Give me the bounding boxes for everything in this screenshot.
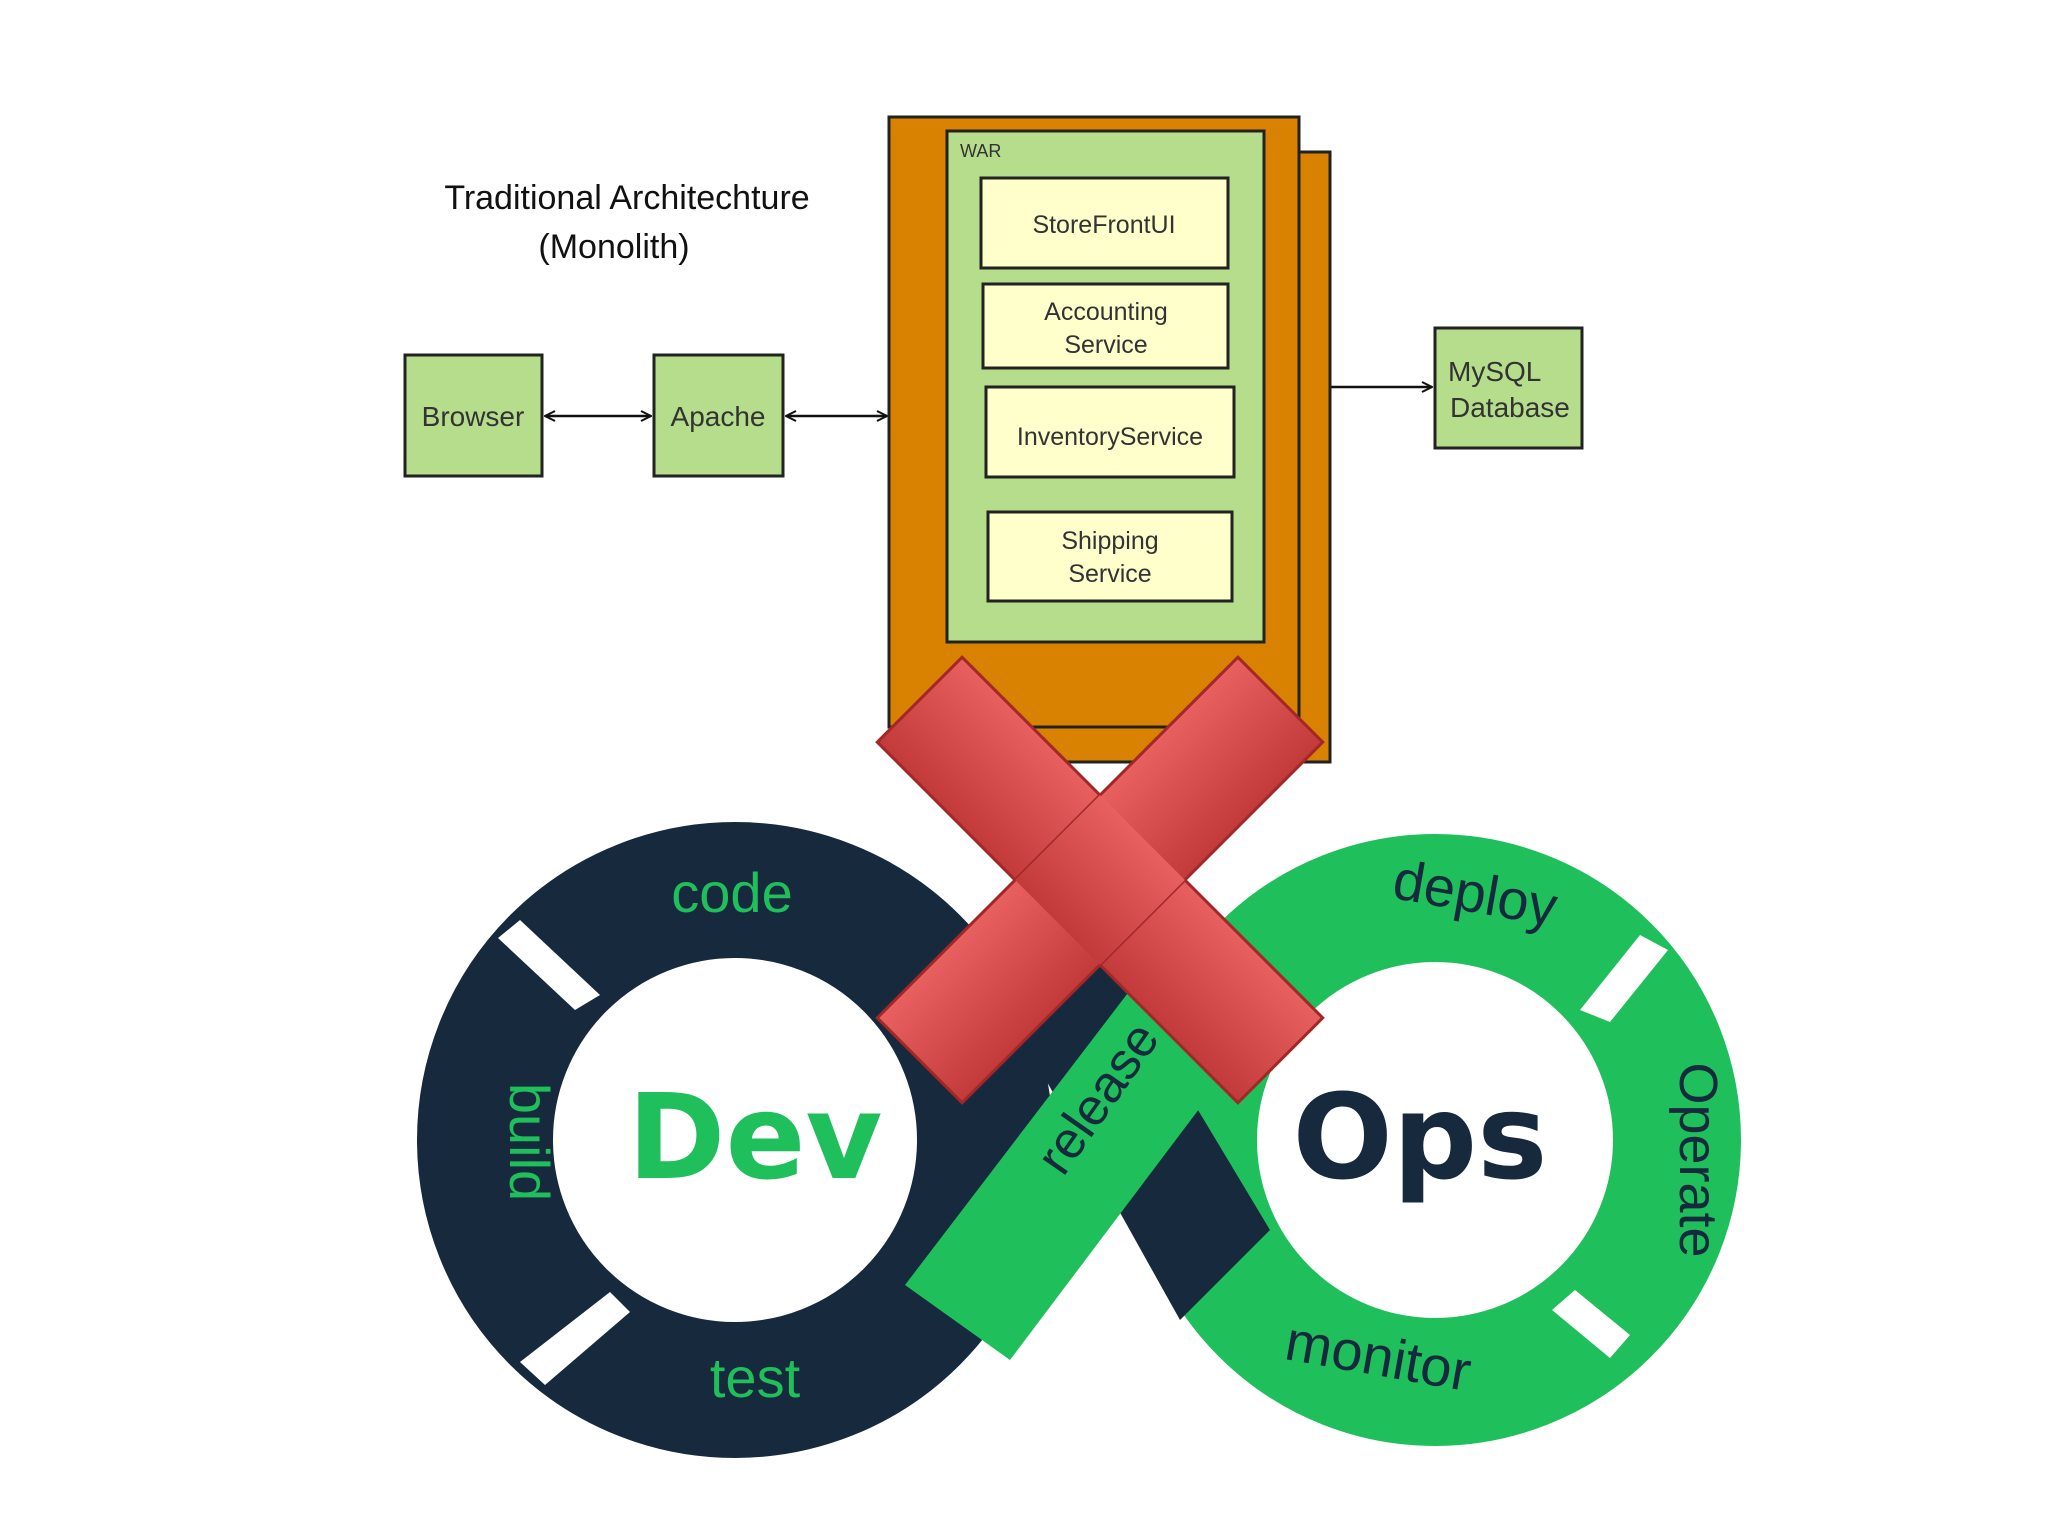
- browser-label: Browser: [422, 401, 525, 432]
- apache-node: Apache: [652, 353, 785, 478]
- stage-test-label: test: [710, 1346, 801, 1409]
- service-label: Service: [1064, 331, 1147, 359]
- service-storefront: StoreFrontUI: [979, 176, 1230, 270]
- service-shipping: Shipping Service: [986, 510, 1234, 603]
- red-cross-icon: [875, 655, 1325, 1105]
- service-label: Accounting: [1044, 298, 1168, 326]
- service-inventory: InventoryService: [984, 385, 1236, 479]
- stage-operate-label: Operate: [1668, 1062, 1728, 1257]
- database-label: MySQL: [1448, 356, 1541, 387]
- service-label: InventoryService: [1017, 423, 1203, 451]
- dev-chevron-gap: [520, 1292, 630, 1385]
- database-label: Database: [1450, 392, 1570, 423]
- dev-ring: [417, 822, 1053, 1458]
- stage-code-label: code: [671, 861, 792, 924]
- stage-build-label: build: [498, 1083, 561, 1201]
- ops-chevron-gap: [1552, 1290, 1630, 1358]
- diagram-title-line1: Traditional Architechture: [444, 179, 809, 217]
- monolith-diagram: Traditional Architechture (Monolith) Bro…: [403, 115, 1584, 764]
- war-label: WAR: [960, 141, 1001, 161]
- service-label: Shipping: [1061, 527, 1158, 555]
- service-accounting: Accounting Service: [981, 282, 1230, 370]
- service-label: Service: [1068, 560, 1151, 588]
- browser-node: Browser: [403, 353, 544, 478]
- database-node: MySQL Database: [1433, 326, 1584, 450]
- dev-chevron-gap: [498, 920, 600, 1010]
- ops-label: Ops: [1292, 1068, 1547, 1206]
- diagram-title-line2: (Monolith): [538, 228, 689, 266]
- dev-label: Dev: [628, 1068, 883, 1206]
- service-label: StoreFrontUI: [1032, 211, 1175, 239]
- ops-chevron-gap: [1580, 935, 1668, 1022]
- apache-label: Apache: [671, 401, 766, 432]
